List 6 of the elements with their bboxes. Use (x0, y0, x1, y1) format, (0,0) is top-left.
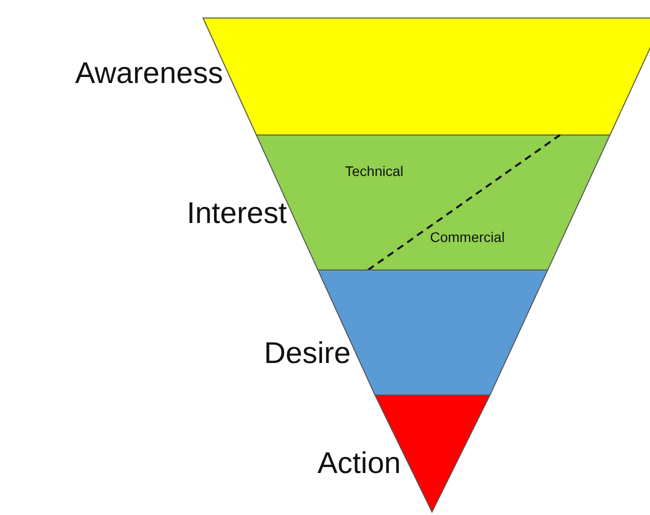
stage-label: Action (317, 447, 401, 481)
stage-label: Desire (264, 337, 351, 371)
sub-region-label: Commercial (430, 229, 505, 245)
sub-region-label: Technical (345, 163, 404, 179)
stage-label: Awareness (75, 57, 223, 91)
stage-label: Interest (186, 197, 287, 231)
